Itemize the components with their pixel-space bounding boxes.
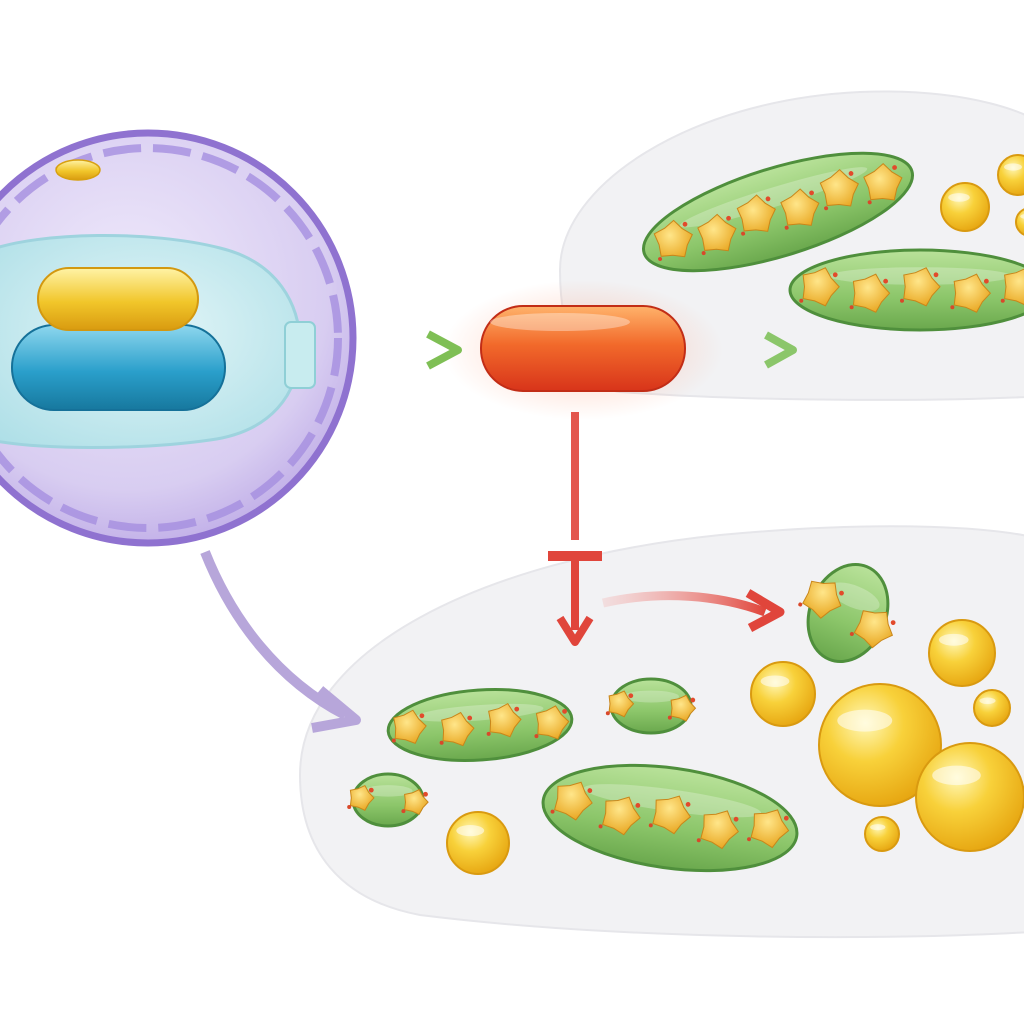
lipid-droplet-icon bbox=[940, 182, 990, 232]
chloroplast-icon bbox=[788, 248, 1024, 332]
lipid-droplet-icon bbox=[973, 689, 1011, 727]
activation-arrow-faded bbox=[700, 331, 797, 369]
chloroplast-icon bbox=[642, 151, 914, 273]
activation-arrow-icon bbox=[318, 330, 462, 370]
central-molecule-icon bbox=[443, 280, 723, 420]
chloroplast-icon bbox=[541, 763, 799, 873]
lipid-droplet-icon bbox=[928, 619, 996, 687]
lipid-droplet-icon bbox=[915, 742, 1024, 852]
chloroplast-icon bbox=[605, 677, 697, 735]
chloroplast-icon bbox=[798, 563, 896, 663]
lipid-droplet-icon bbox=[864, 816, 900, 852]
lipid-droplet-icon bbox=[750, 661, 816, 727]
lipid-droplet-icon bbox=[1015, 208, 1024, 236]
chloroplast-icon bbox=[347, 772, 429, 828]
chloroplast-group bbox=[347, 151, 1024, 873]
inhibition-arrow-icon bbox=[548, 412, 602, 646]
yellow-organelle bbox=[37, 267, 199, 331]
lipid-droplet-group bbox=[446, 154, 1024, 875]
lipid-droplet-icon bbox=[997, 154, 1024, 196]
lipid-droplet-icon bbox=[818, 683, 942, 807]
chloroplast-icon bbox=[386, 688, 574, 762]
cell-icon bbox=[0, 129, 357, 547]
curved-red-arrow bbox=[602, 589, 785, 632]
curved-purple-arrow bbox=[200, 550, 361, 733]
small-yellow-vesicle bbox=[55, 159, 101, 181]
blue-organelle bbox=[11, 324, 226, 411]
membrane-channel bbox=[284, 321, 316, 389]
lipid-droplet-icon bbox=[446, 811, 510, 875]
